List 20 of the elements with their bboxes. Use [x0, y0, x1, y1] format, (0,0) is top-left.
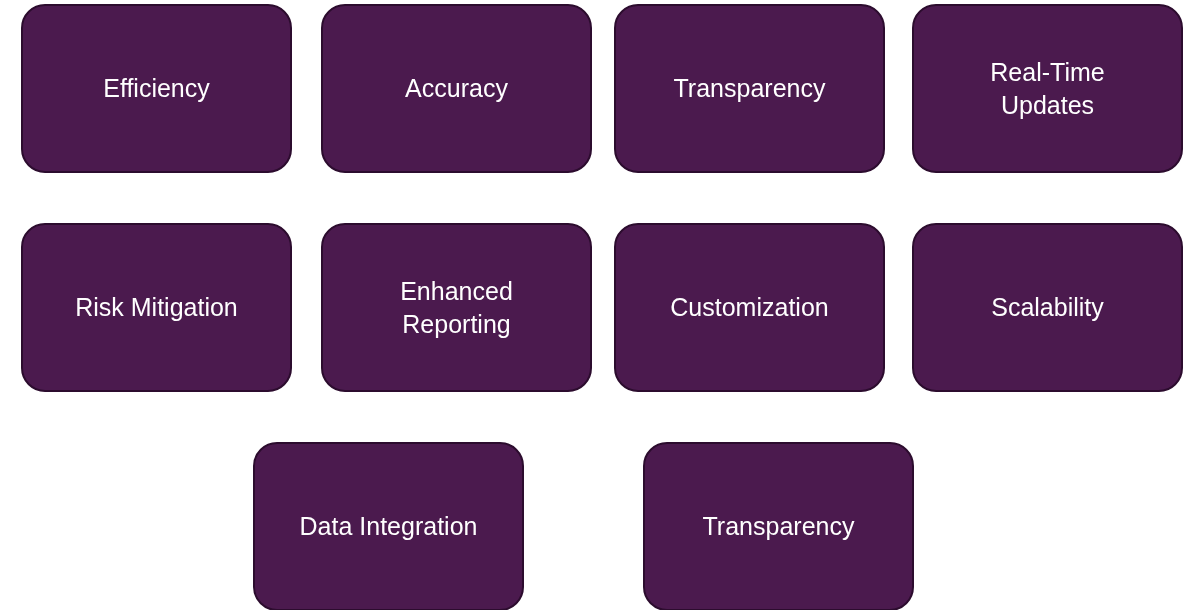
feature-card: [321, 223, 592, 392]
feature-card: [614, 223, 885, 392]
card-title: Transparency: [673, 73, 826, 104]
card-title: Risk Mitigation: [75, 292, 238, 323]
feature-card: [321, 4, 592, 173]
feature-card: [253, 442, 524, 610]
feature-card: [21, 4, 292, 173]
feature-card: [912, 4, 1183, 173]
card-title: Data Integration: [299, 511, 478, 542]
card-title: Scalability: [991, 292, 1104, 323]
card-title: Efficiency: [103, 73, 210, 104]
feature-card: [643, 442, 914, 610]
card-title: Enhanced Reporting: [399, 275, 514, 340]
feature-card: [912, 223, 1183, 392]
feature-card: [21, 223, 292, 392]
card-title: Accuracy: [405, 73, 508, 104]
feature-card: [614, 4, 885, 173]
card-title: Real-Time Updates: [989, 56, 1106, 121]
card-title: Customization: [670, 292, 829, 323]
card-title: Transparency: [702, 511, 855, 542]
